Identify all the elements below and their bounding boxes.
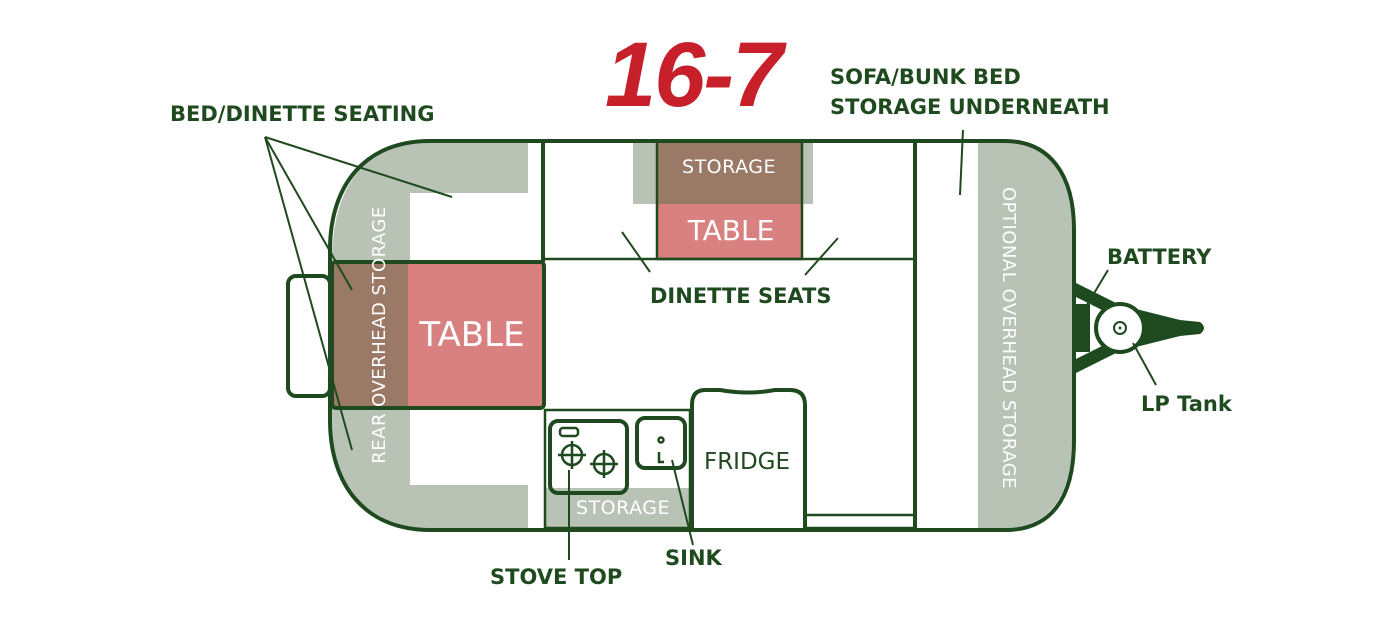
rear-overhead-storage-label: REAR OVERHEAD STORAGE (369, 206, 390, 463)
sink-faucet (657, 436, 665, 444)
sink-label: SINK (665, 546, 723, 570)
trailer-shell (328, 139, 1076, 532)
top-storage (657, 142, 802, 204)
fridge-label: FRIDGE (704, 449, 790, 475)
stove-knob-panel (558, 426, 580, 438)
bed-dinette-seating-label: BED/DINETTE SEATING (170, 102, 434, 126)
rear-table-outline (330, 260, 546, 410)
burner-left (558, 441, 586, 469)
fridge-side-panel (803, 513, 917, 530)
storage-bottom-label: STORAGE (576, 497, 670, 519)
battery-label: BATTERY (1107, 245, 1212, 269)
model-title: 16-7 (605, 24, 787, 126)
battery-box (1076, 304, 1090, 352)
top-table-outline (655, 139, 804, 261)
hitch (1074, 282, 1204, 374)
stove-outline (548, 419, 629, 495)
rear-table (408, 264, 543, 408)
rear-seating-area-upper (332, 142, 528, 262)
sink-drain (657, 452, 664, 464)
top-table (657, 204, 802, 259)
table-top-label: TABLE (687, 214, 775, 247)
fridge-outline (690, 388, 807, 528)
burner-right (590, 450, 618, 478)
sofa-bunk-label-line1: SOFA/BUNK BED (830, 65, 1021, 89)
storage-top-label: STORAGE (682, 156, 776, 178)
stove-top-label: STOVE TOP (490, 565, 622, 589)
rear-storage-block (333, 264, 408, 408)
table-rear-label: TABLE (418, 315, 524, 355)
dinette-seats-label: DINETTE SEATS (650, 284, 832, 308)
sink-outline (635, 416, 687, 470)
lp-tank-label: LP Tank (1141, 392, 1233, 416)
sofa-bunk-label-line2: STORAGE UNDERNEATH (830, 95, 1110, 119)
front-overhead-storage (978, 142, 1072, 528)
leader-lines (264, 129, 1157, 560)
optional-overhead-storage-label: OPTIONAL OVERHEAD STORAGE (998, 187, 1019, 489)
